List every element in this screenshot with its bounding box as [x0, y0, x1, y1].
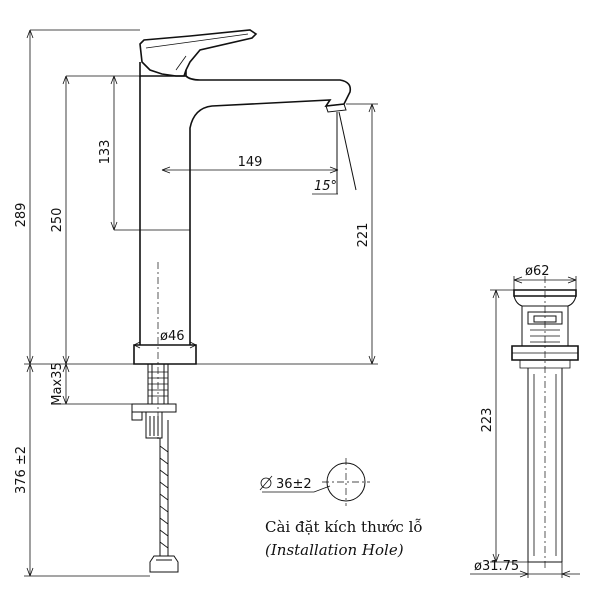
dim-diameter-46: ø46: [160, 329, 185, 344]
faucet-lever-detail: [145, 33, 249, 71]
dim-angle: 15°: [314, 179, 337, 194]
dim-133: 133: [98, 140, 113, 165]
faucet-mounting-nut: [131, 403, 177, 421]
installation-hole-leader: [262, 485, 331, 493]
faucet-base: [133, 344, 197, 365]
dim-289: 289: [14, 203, 29, 228]
dim-diameter-31-75: ø31.75: [474, 559, 519, 574]
drain-pipe-inner: [533, 374, 557, 556]
faucet-aerator: [325, 103, 347, 113]
drain-stopper-body: [521, 306, 569, 346]
diameter-symbol-icon: [260, 477, 272, 489]
dim-149: 149: [238, 155, 263, 170]
dim-223: 223: [480, 408, 495, 433]
dim-376: 376 ±2: [14, 446, 29, 494]
installation-note-vietnamese: Cài đặt kích thước lỗ: [265, 518, 423, 536]
faucet-spout: [185, 75, 352, 230]
dimension-lines-faucet: [24, 29, 378, 577]
hole-dim-label: 36±2: [276, 477, 312, 492]
installation-hole-drawing: [259, 458, 370, 506]
spout-angle-lines: [312, 111, 357, 195]
installation-note-english: (Installation Hole): [265, 541, 404, 559]
faucet-drawing: [131, 29, 352, 573]
drain-nut: [511, 345, 579, 361]
dim-max35: Max35: [50, 362, 65, 405]
dim-221: 221: [356, 223, 371, 248]
dim-diameter-62: ø62: [525, 264, 550, 279]
faucet-body-top: [139, 62, 187, 77]
drain-drawing: [511, 276, 579, 570]
faucet-hose-braid: [159, 445, 169, 549]
faucet-lever-handle: [139, 29, 258, 77]
faucet-hose-nut: [149, 555, 179, 573]
installation-hole-crosshair: [322, 458, 370, 506]
faucet-lower-fitting: [145, 412, 163, 439]
dimension-lines-drain: [470, 276, 580, 578]
dim-250: 250: [50, 208, 65, 233]
drain-stopper-window: [527, 311, 563, 325]
